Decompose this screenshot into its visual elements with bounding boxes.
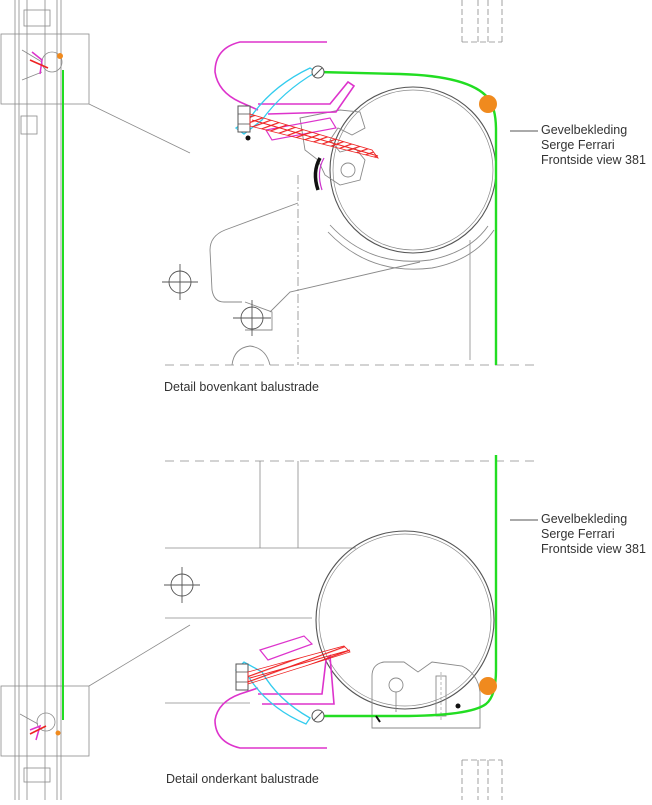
bottom-callout-line-1: Gevelbekleding bbox=[541, 512, 628, 526]
bottom-callout-line-3: Frontside view 381 bbox=[541, 542, 646, 556]
bottom-detail bbox=[164, 455, 540, 800]
top-callout-line-1: Gevelbekleding bbox=[541, 123, 628, 137]
top-callout-line-2: Serge Ferrari bbox=[541, 138, 615, 152]
top-detail-caption: Detail bovenkant balustrade bbox=[164, 380, 319, 394]
top-detail bbox=[162, 0, 540, 366]
top-callout-line-3: Frontside view 381 bbox=[541, 153, 646, 167]
bottom-detail-caption: Detail onderkant balustrade bbox=[166, 772, 319, 786]
overview-elevation bbox=[0, 0, 191, 800]
overview-fabric bbox=[29, 51, 64, 741]
bottom-callout-line-2: Serge Ferrari bbox=[541, 527, 615, 541]
bottom-callout: Gevelbekleding Serge Ferrari Frontside v… bbox=[541, 512, 646, 557]
top-callout: Gevelbekleding Serge Ferrari Frontside v… bbox=[541, 123, 646, 168]
